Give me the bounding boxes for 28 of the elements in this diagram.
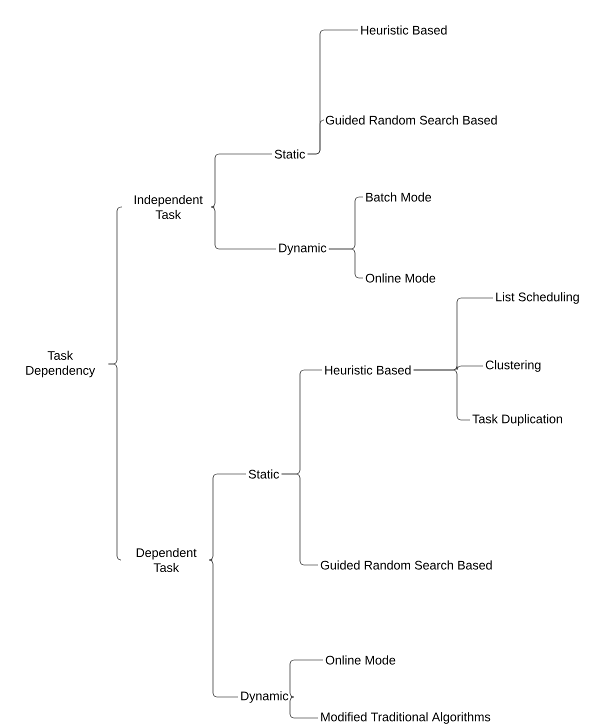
node-label: Task Duplication [472,414,562,426]
node-label: Online Mode [326,655,396,665]
node-label: Guided Random Search Based [326,115,497,125]
node-label: Dependent Task [136,548,197,572]
node-label: Dynamic [241,691,288,703]
bracket-line [290,696,318,718]
node-label: Static [274,149,305,159]
node-label: List Scheduling [496,292,579,304]
node-label: Guided Random Search Based [320,560,492,570]
bracket-line [281,474,318,566]
bracket-line [108,364,122,560]
node-label: Batch Mode [366,192,432,202]
node-label: Task Dependency [26,350,96,378]
bracket-line [307,120,324,154]
node-label: Heuristic Based [361,25,447,35]
bracket-line [413,370,470,420]
node-label: Independent Task [134,194,203,220]
node-label: Dynamic [279,243,326,255]
bracket-line [290,660,324,698]
node-label: Heuristic Based [325,365,411,375]
bracket-line [208,474,246,560]
bracket-line [210,206,276,250]
bracket-line [210,154,272,208]
node-label: Modified Traditional Algorithms [321,712,490,724]
bracket-line [208,560,238,698]
node-label: Online Mode [366,273,436,283]
node-label: Static [248,469,279,479]
node-label: Clustering [486,360,540,372]
